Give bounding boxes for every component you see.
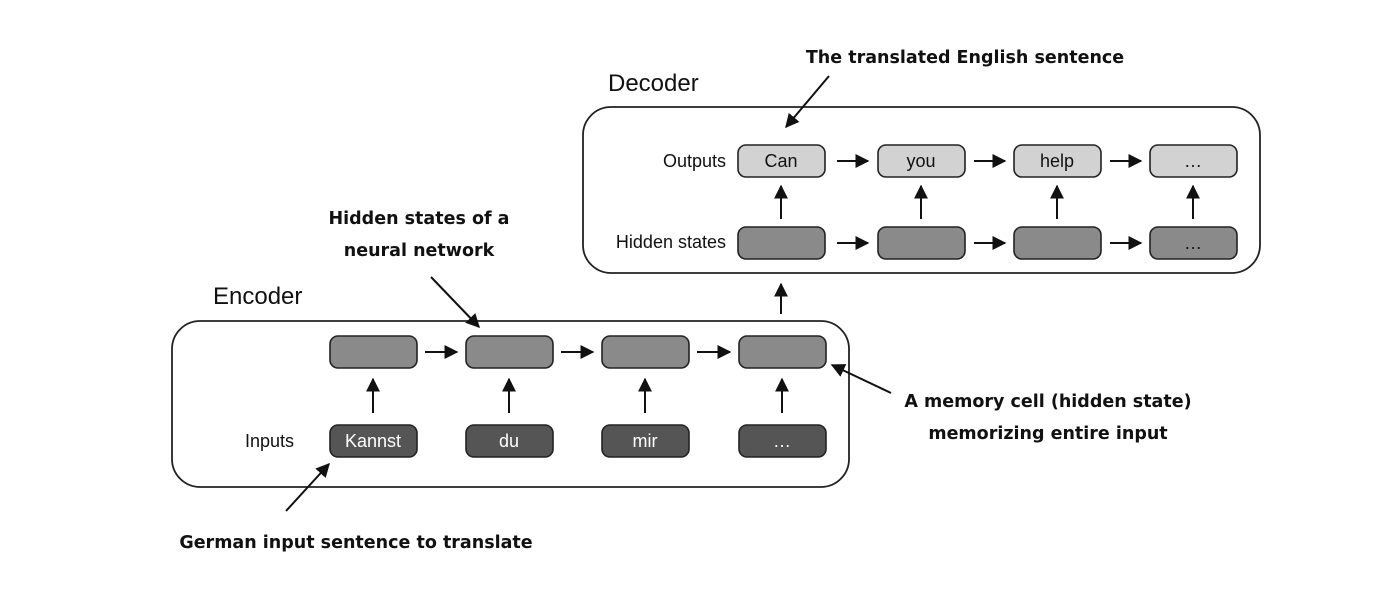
annotation-hidden-line1: Hidden states of a: [329, 209, 510, 229]
pointer-arrow-icon: [785, 75, 830, 129]
hidden-states-label: Hidden states: [616, 232, 726, 252]
decoder-hidden-node-last: …: [1149, 226, 1238, 260]
decoder-output-node: …: [1149, 144, 1238, 178]
annotation-memory-line1: A memory cell (hidden state): [904, 392, 1191, 412]
pointer-arrow-icon: [430, 276, 480, 329]
encoder-title: Encoder: [213, 283, 302, 310]
decoder-hidden-node: [737, 226, 826, 260]
annotation-memory-line2: memorizing entire input: [928, 424, 1167, 444]
output-token: you: [906, 151, 935, 171]
annotation-german: German input sentence to translate: [179, 533, 532, 553]
decoder-hidden-node: [1013, 226, 1102, 260]
input-token: Kannst: [345, 431, 401, 451]
decoder-box: [582, 106, 1261, 274]
output-token: help: [1040, 151, 1074, 171]
output-token: …: [1184, 151, 1202, 171]
encoder-input-node: Kannst: [329, 424, 418, 458]
encoder-input-node: mir: [601, 424, 690, 458]
annotation-hidden-line2: neural network: [344, 241, 495, 261]
outputs-label: Outputs: [663, 151, 726, 171]
encoder-box: [171, 320, 850, 488]
encoder-input-node: du: [465, 424, 554, 458]
decoder-output-node: Can: [737, 144, 826, 178]
decoder-output-node: you: [877, 144, 966, 178]
inputs-label: Inputs: [245, 431, 294, 451]
pointer-arrow-icon: [830, 364, 892, 394]
encoder-hidden-node: [329, 335, 418, 369]
pointer-arrow-icon: [285, 462, 330, 512]
encoder-hidden-node: [465, 335, 554, 369]
encoder-input-node: …: [738, 424, 827, 458]
input-token: mir: [633, 431, 658, 451]
output-token: Can: [764, 151, 797, 171]
encoder-hidden-node: [738, 335, 827, 369]
input-token: …: [773, 431, 791, 451]
input-token: du: [499, 431, 519, 451]
encoder-hidden-node: [601, 335, 690, 369]
hidden-ellipsis: …: [1184, 233, 1202, 253]
decoder-hidden-node: [877, 226, 966, 260]
decoder-title: Decoder: [608, 70, 699, 97]
annotation-translated: The translated English sentence: [806, 48, 1124, 68]
decoder-output-node: help: [1013, 144, 1102, 178]
